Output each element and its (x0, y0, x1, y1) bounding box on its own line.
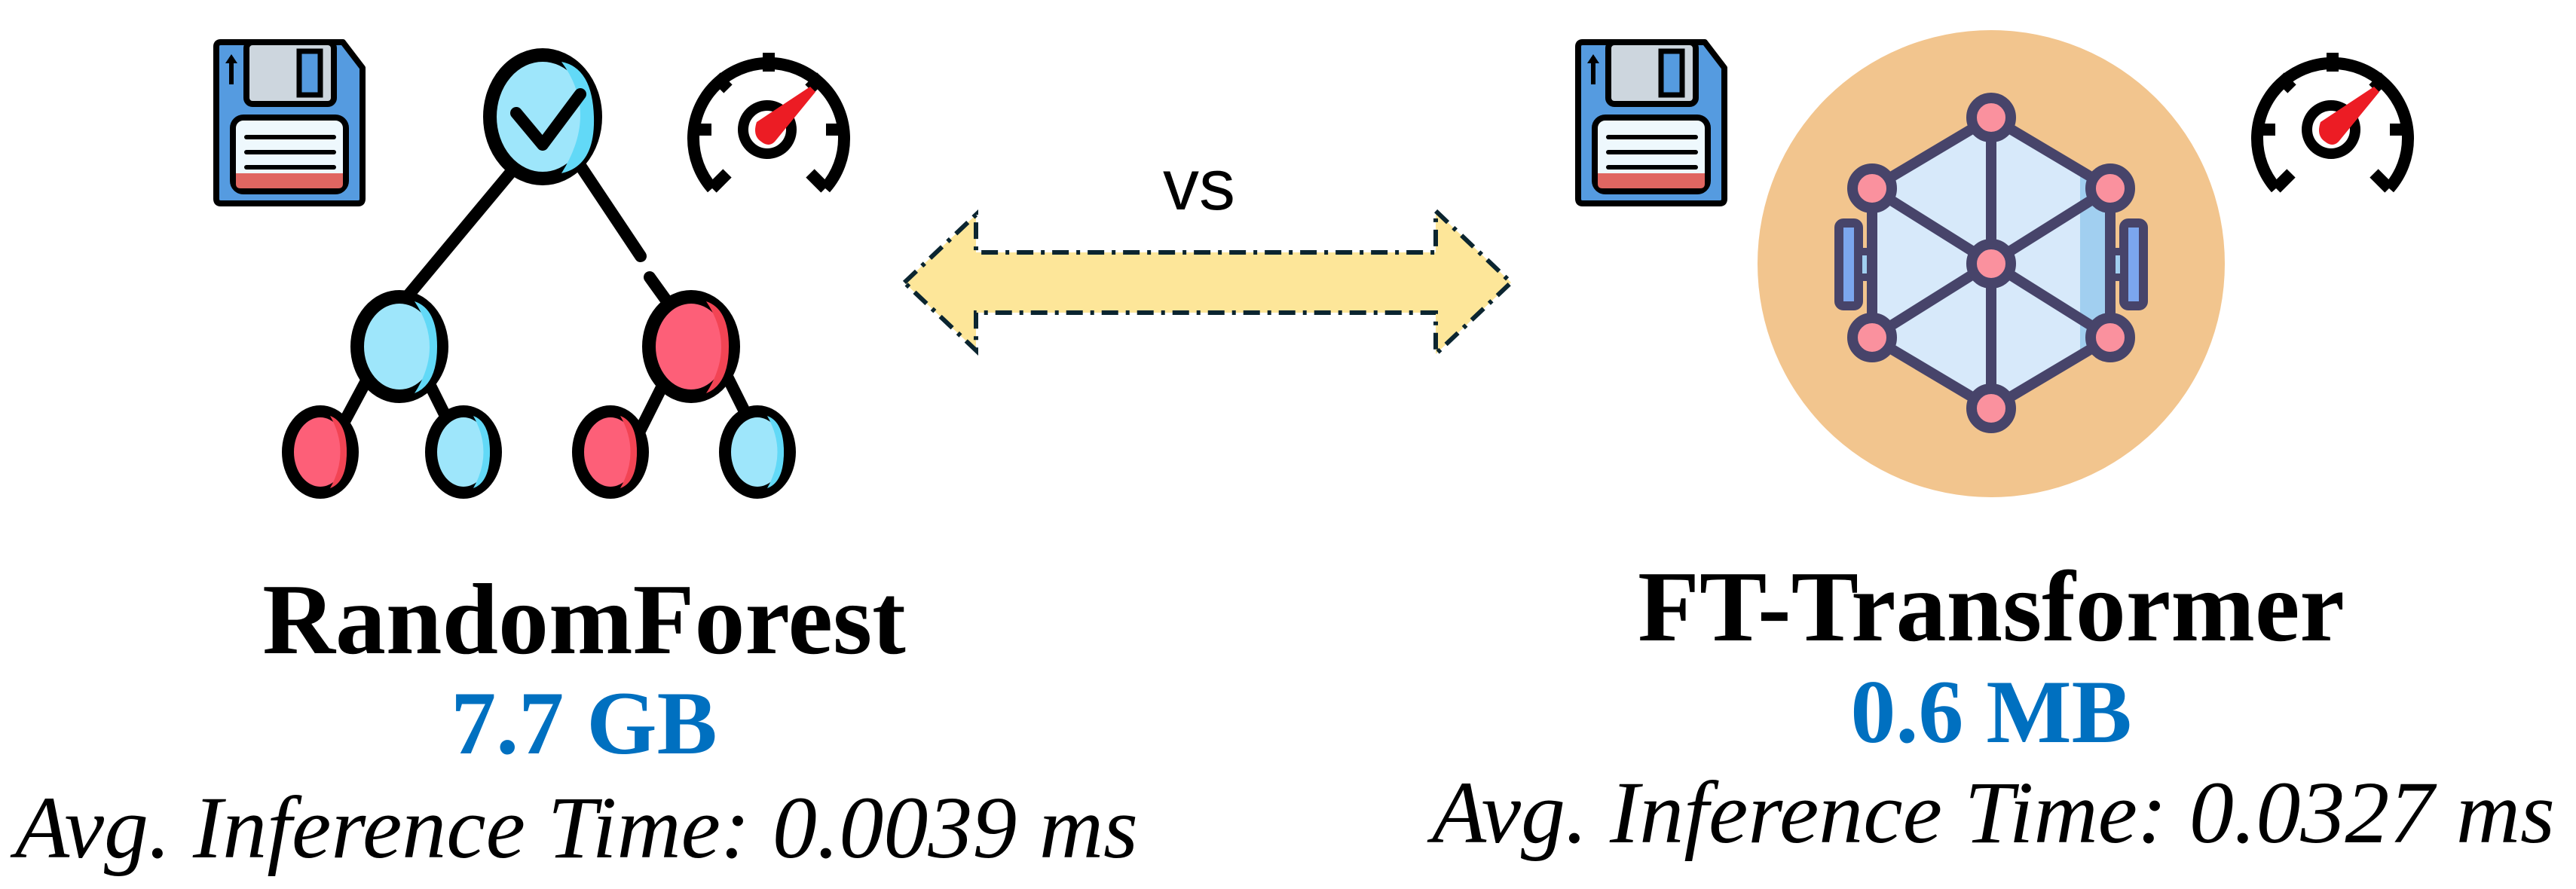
leaf-4 (719, 405, 796, 499)
speedometer-icon (2251, 53, 2414, 193)
model-name-ft-transformer: FT-Transformer (1638, 551, 2345, 662)
node-left-mid (350, 290, 448, 403)
network-node (2085, 313, 2135, 362)
gauge-needle (755, 87, 815, 145)
root-node (483, 48, 602, 185)
model-size-ft-transformer: 0.6 MB (1850, 661, 2132, 762)
network-node (2085, 163, 2135, 213)
decision-tree-icon (282, 48, 796, 499)
model-size-randomforest: 7.7 GB (451, 673, 717, 773)
network-node (1847, 313, 1897, 362)
model-name-randomforest: RandomForest (262, 564, 906, 675)
network-node (1966, 93, 2016, 142)
vs-label: vs (1163, 145, 1235, 225)
network-node (1966, 239, 2016, 289)
node-right-mid (642, 290, 740, 403)
floppy-disk-icon (1575, 39, 1727, 206)
double-arrow-icon (901, 206, 1515, 359)
gauge-needle (2319, 87, 2379, 145)
leaf-3 (572, 405, 649, 499)
network-node (1966, 383, 2016, 433)
speedometer-icon (687, 53, 850, 193)
inference-time-ft-transformer: Avg. Inference Time: 0.0327 ms (1432, 763, 2555, 862)
leaf-1 (282, 405, 359, 499)
neural-network-icon (1758, 30, 2225, 497)
floppy-disk-icon (213, 39, 366, 206)
inference-time-randomforest: Avg. Inference Time: 0.0039 ms (15, 778, 1138, 877)
network-node (1847, 163, 1897, 213)
leaf-2 (425, 405, 502, 499)
